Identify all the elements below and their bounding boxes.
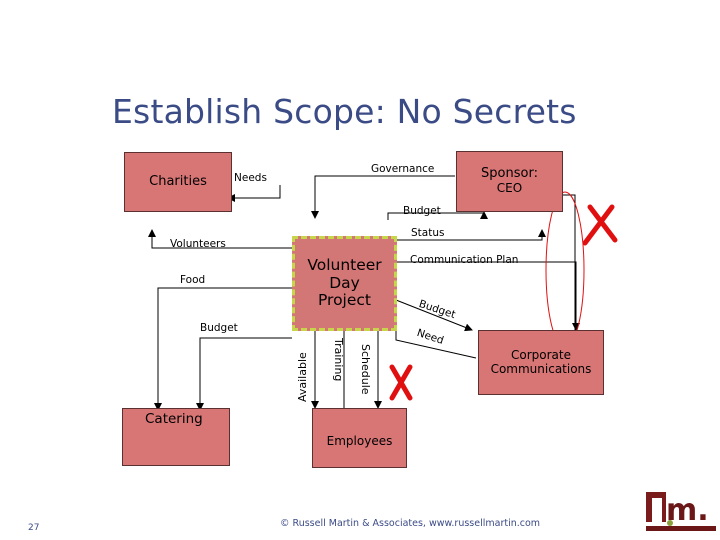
cross-mark-1 xyxy=(582,204,618,246)
label-available: Available xyxy=(296,352,309,402)
node-sponsor: Sponsor: CEO xyxy=(456,151,563,212)
edge-status xyxy=(375,229,546,241)
node-volunteer-day-project: Volunteer Day Project xyxy=(292,236,397,331)
footer-copyright: © Russell Martin & Associates, www.russe… xyxy=(280,518,541,529)
node-charities: Charities xyxy=(124,152,232,212)
label-needs: Needs xyxy=(234,172,267,184)
label-food: Food xyxy=(180,274,206,286)
edge-volunteers xyxy=(148,229,292,249)
sponsor-line-1: Sponsor: xyxy=(481,166,538,182)
highlight-ellipse xyxy=(545,191,585,349)
corporate-line-2: Communications xyxy=(490,361,592,376)
node-catering: Catering xyxy=(122,408,230,466)
edge-governance xyxy=(311,175,455,219)
label-training: Training xyxy=(332,338,345,382)
edge-needs xyxy=(227,185,281,202)
corporate-line-1: Corporate xyxy=(511,347,571,362)
slide-title: Establish Scope: No Secrets xyxy=(112,92,577,131)
label-status: Status xyxy=(411,227,445,239)
edge-communication-plan xyxy=(396,261,580,331)
label-governance: Governance xyxy=(371,163,435,175)
edge-food xyxy=(154,287,292,411)
label-communication-plan: Communication Plan xyxy=(410,254,519,266)
label-schedule: Schedule xyxy=(359,344,372,395)
edge-budget-top xyxy=(387,211,488,220)
page-number: 27 xyxy=(28,523,40,533)
russell-martin-logo: m. xyxy=(646,492,716,531)
project-line-1: Volunteer xyxy=(307,255,382,274)
edge-sponsor-corporate xyxy=(562,194,576,330)
edge-budget-right xyxy=(395,299,473,332)
edge-need xyxy=(395,330,477,359)
svg-text:m.: m. xyxy=(666,493,709,528)
sponsor-line-2: CEO xyxy=(496,181,523,196)
edge-budget-left xyxy=(196,337,292,411)
label-volunteers: Volunteers xyxy=(170,238,226,250)
project-line-3: Project xyxy=(317,291,372,310)
cross-mark-2 xyxy=(389,364,413,401)
node-corporate-communications: Corporate Communications xyxy=(478,330,604,395)
label-budget-top: Budget xyxy=(403,205,441,217)
node-employees: Employees xyxy=(312,408,407,468)
project-line-2: Day xyxy=(329,273,360,292)
label-budget-left: Budget xyxy=(200,322,238,334)
